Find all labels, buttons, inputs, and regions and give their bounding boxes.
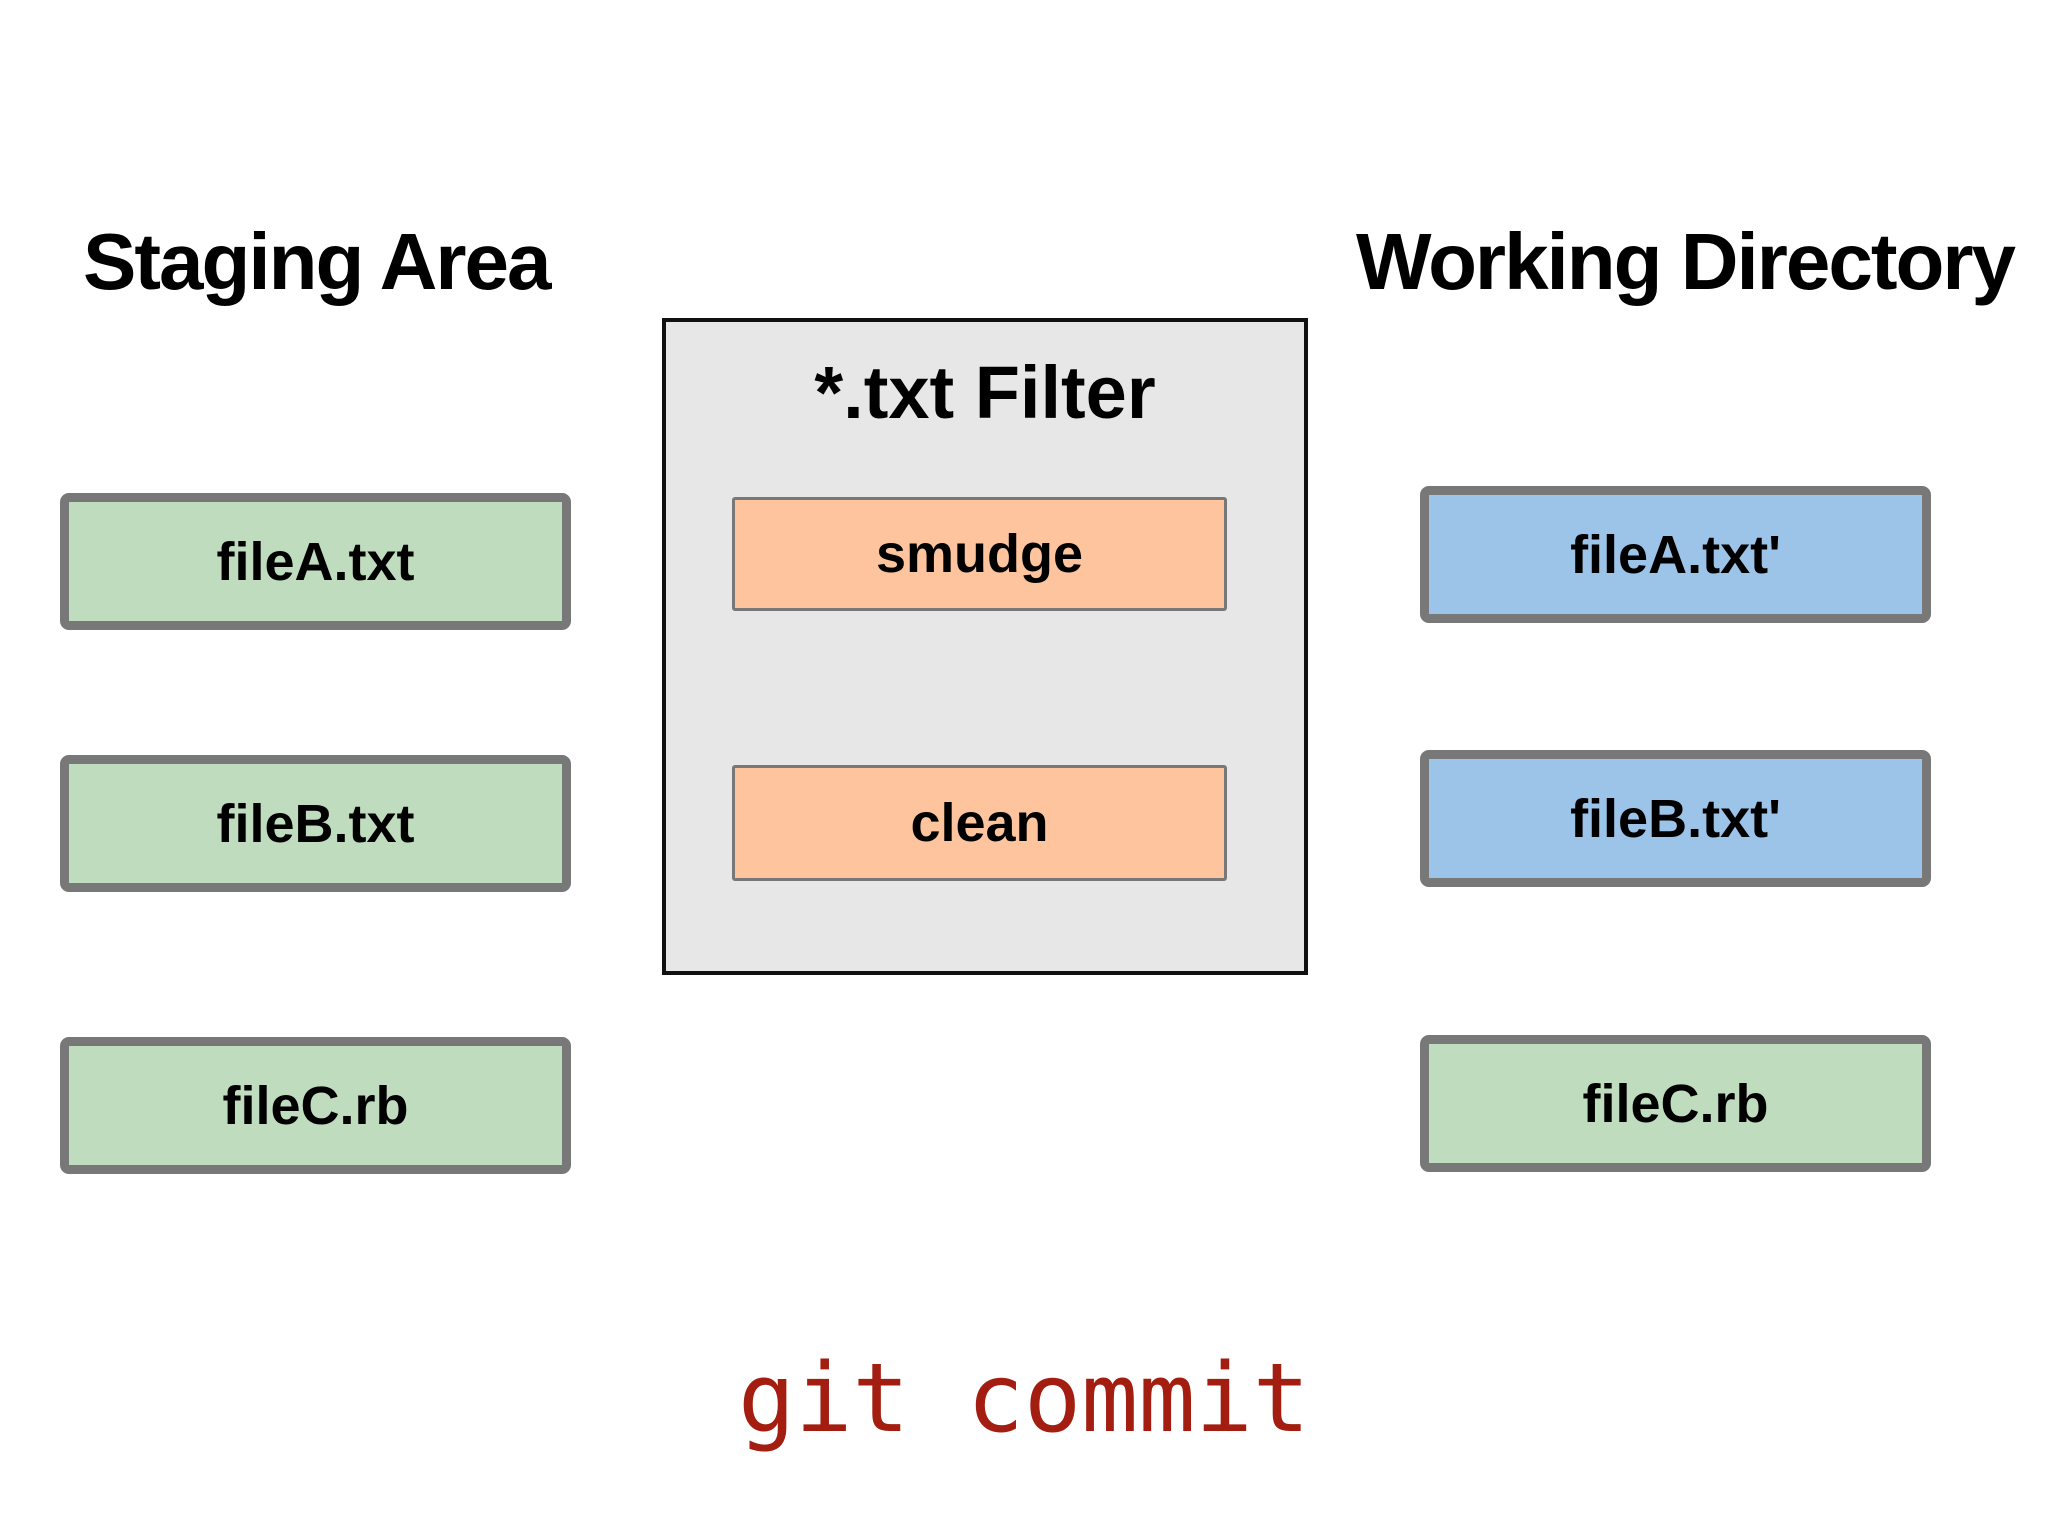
txt-filter-panel: *.txt Filter smudge clean bbox=[662, 318, 1308, 975]
staging-file-b-box: fileB.txt bbox=[60, 755, 571, 892]
clean-operation-label: clean bbox=[910, 793, 1049, 853]
working-file-c-label: fileC.rb bbox=[1582, 1073, 1769, 1134]
txt-filter-title: *.txt Filter bbox=[814, 351, 1156, 434]
git-commit-caption: git commit bbox=[738, 1344, 1310, 1454]
working-directory-heading: Working Directory bbox=[1356, 217, 2016, 306]
working-file-b-box: fileB.txt' bbox=[1420, 750, 1931, 887]
working-file-b-label: fileB.txt' bbox=[1570, 788, 1781, 849]
smudge-operation-box: smudge bbox=[732, 497, 1227, 611]
clean-operation-box: clean bbox=[732, 765, 1227, 881]
staging-file-c-box: fileC.rb bbox=[60, 1037, 571, 1174]
staging-file-a-box: fileA.txt bbox=[60, 493, 571, 630]
staging-area-heading: Staging Area bbox=[83, 217, 551, 306]
smudge-operation-label: smudge bbox=[875, 524, 1084, 584]
working-file-a-label: fileA.txt' bbox=[1570, 524, 1781, 585]
staging-file-b-label: fileB.txt bbox=[216, 793, 415, 854]
staging-file-a-label: fileA.txt bbox=[216, 531, 415, 592]
staging-file-c-label: fileC.rb bbox=[222, 1075, 409, 1136]
working-file-a-box: fileA.txt' bbox=[1420, 486, 1931, 623]
working-file-c-box: fileC.rb bbox=[1420, 1035, 1931, 1172]
